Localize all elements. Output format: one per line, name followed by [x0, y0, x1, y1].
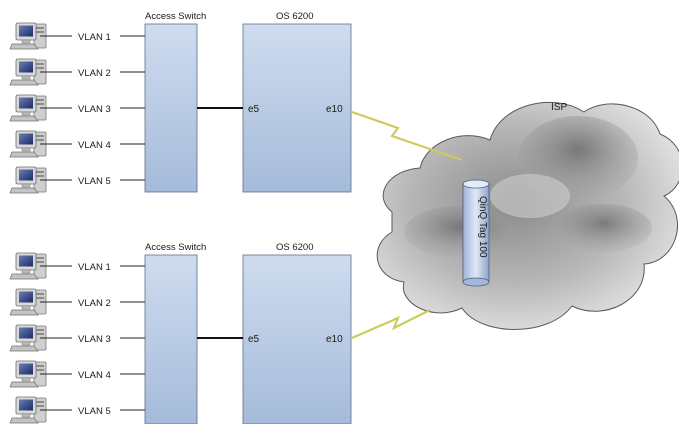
port-e10-label: e10: [326, 104, 343, 115]
qinq-tunnel-cylinder-icon: [462, 179, 490, 287]
vlan-row: VLAN 2: [9, 58, 111, 86]
access-switch: [144, 23, 198, 193]
vlan-row: VLAN 3: [9, 324, 111, 352]
vlan-label: VLAN 1: [78, 32, 111, 43]
site-2: Access Switch OS 6200 e5 e10 VLAN 1 VLAN…: [9, 242, 352, 424]
vlan-row: VLAN 5: [9, 396, 111, 424]
vlan-label: VLAN 4: [78, 370, 111, 381]
vlan-label: VLAN 3: [78, 104, 111, 115]
access-switch: [144, 254, 198, 424]
vlan-label: VLAN 4: [78, 140, 111, 151]
wan-link-top-lightning-icon: [351, 110, 463, 162]
isp-label: ISP: [551, 102, 567, 113]
port-e5-label: e5: [248, 104, 260, 115]
vlan-label: VLAN 1: [78, 262, 111, 273]
os6200-label: OS 6200: [276, 11, 314, 22]
access-switch-label: Access Switch: [145, 11, 206, 22]
vlan-label: VLAN 2: [78, 298, 111, 309]
wan-link-bottom-lightning-icon: [351, 309, 431, 340]
vlan-row: VLAN 1: [9, 252, 111, 280]
vlan-row: VLAN 3: [9, 94, 111, 122]
os6200-switch: [242, 23, 352, 193]
qinq-tunnel-label: QinQ Tag 100: [477, 196, 488, 258]
vlan-row: VLAN 4: [9, 360, 111, 388]
vlan-label: VLAN 5: [78, 406, 111, 417]
os6200-label: OS 6200: [276, 242, 314, 253]
port-e5-label: e5: [248, 334, 260, 345]
isp-cloud-icon: [376, 101, 679, 330]
vlan-row: VLAN 4: [9, 130, 111, 158]
site-1: Access Switch OS 6200 e5 e10 VLAN 1 VLAN…: [9, 11, 352, 194]
vlan-row: VLAN 2: [9, 288, 111, 316]
vlan-label: VLAN 3: [78, 334, 111, 345]
vlan-label: VLAN 2: [78, 68, 111, 79]
vlan-connectors: [40, 35, 145, 181]
os6200-switch: [242, 254, 352, 424]
access-switch-label: Access Switch: [145, 242, 206, 253]
vlan-connectors: [40, 265, 145, 411]
port-e10-label: e10: [326, 334, 343, 345]
vlan-row: VLAN 5: [9, 166, 111, 194]
vlan-label: VLAN 5: [78, 176, 111, 187]
vlan-row: VLAN 1: [9, 22, 111, 50]
